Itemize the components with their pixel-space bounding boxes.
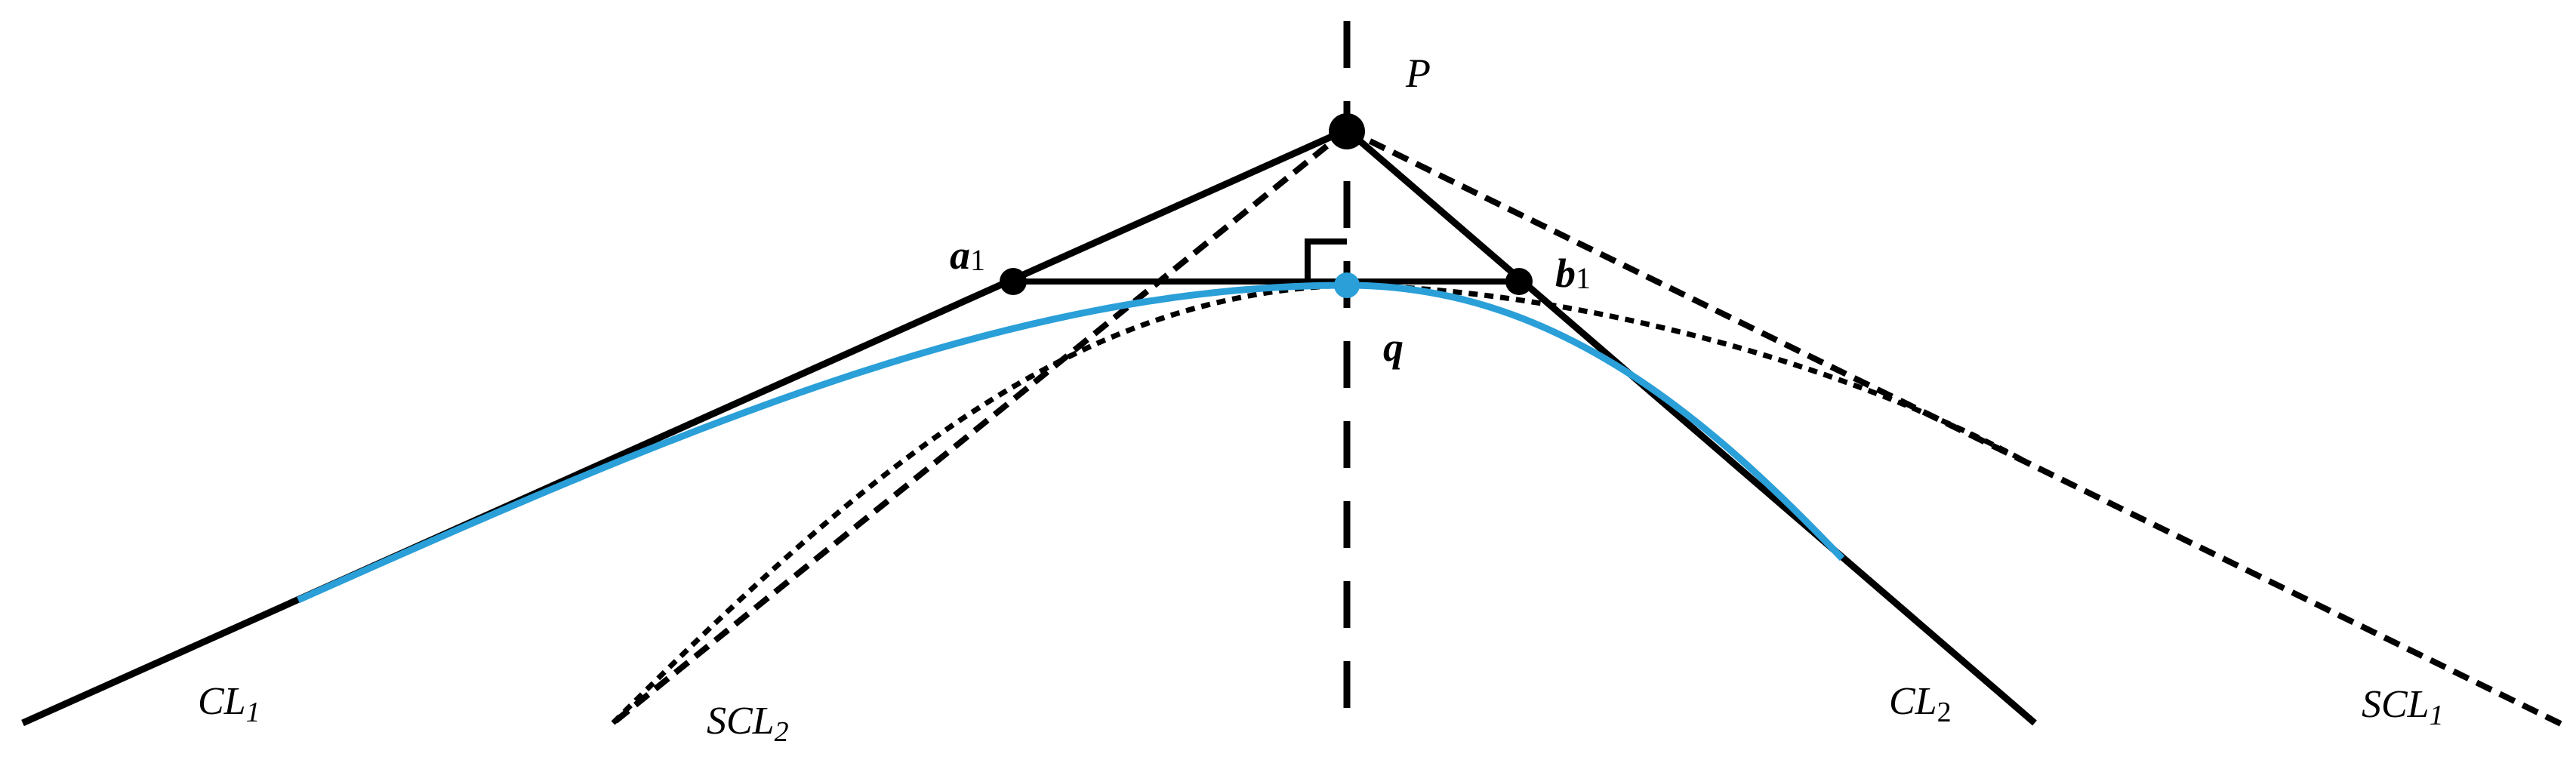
point-a1 xyxy=(1000,268,1027,295)
label-b1: b1 xyxy=(1555,251,1591,296)
scl2-line xyxy=(611,127,1349,726)
point-q xyxy=(1334,272,1360,298)
label-q: q xyxy=(1383,325,1404,370)
right-angle-marker xyxy=(1305,238,1347,282)
label-P: P xyxy=(1405,51,1431,96)
transition-curve xyxy=(297,282,1845,604)
label-CL2: CL2 xyxy=(1889,680,1952,728)
cl2-line xyxy=(1345,127,2037,726)
label-a1: a1 xyxy=(950,232,985,278)
label-CL1: CL1 xyxy=(198,680,260,728)
dotted-curve xyxy=(611,282,2025,725)
scl1-line xyxy=(1345,127,2568,730)
cl1-line xyxy=(21,126,1348,727)
point-P xyxy=(1329,113,1365,149)
point-b1 xyxy=(1505,268,1533,295)
label-SCL2: SCL2 xyxy=(707,700,789,748)
label-SCL1: SCL1 xyxy=(2362,683,2444,731)
